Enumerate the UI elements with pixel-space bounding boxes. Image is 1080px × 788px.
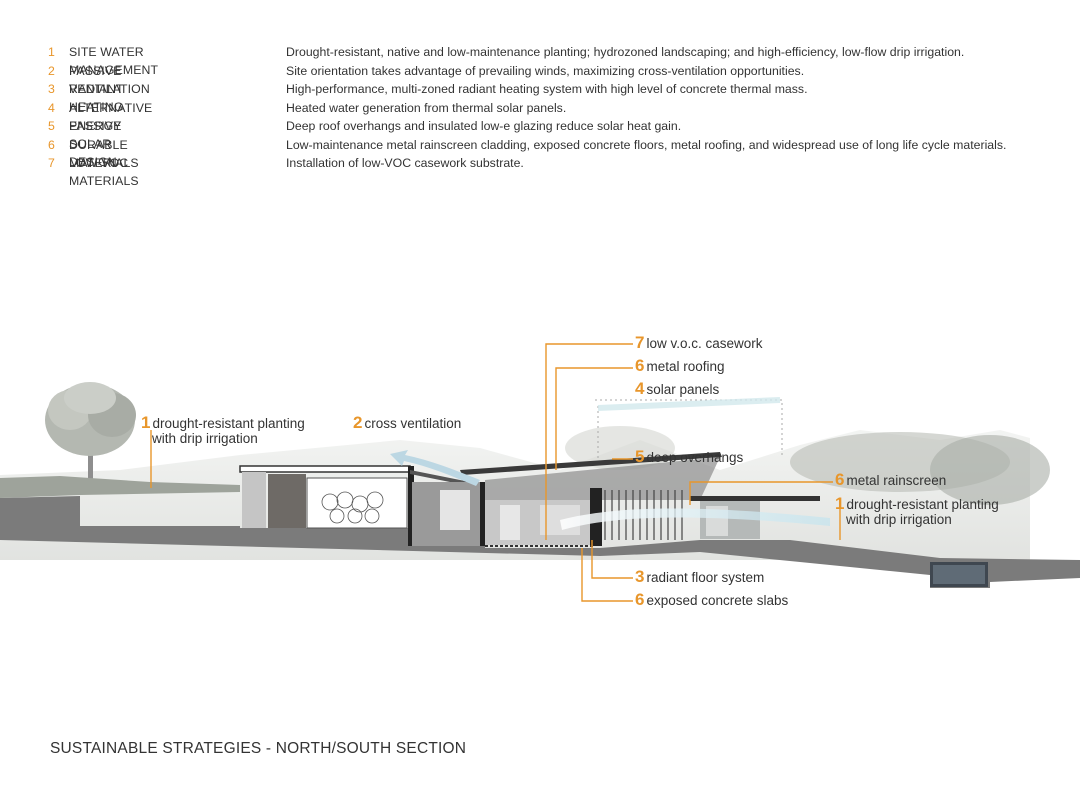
terrain-section — [0, 496, 1080, 588]
callout-label: exposed concrete slabs — [646, 593, 789, 608]
legend-number: 6 — [48, 137, 55, 152]
legend-title: PASSIVE SOLAR DESIGN — [69, 119, 122, 169]
callout-number: 1 — [141, 413, 151, 432]
legend-number: 7 — [48, 156, 55, 170]
callout-label: solar panels — [646, 382, 720, 397]
callout-leader-lines — [150, 343, 841, 602]
callout-label: radiant floor system — [646, 570, 765, 585]
callout-label: drought-resistant planting — [846, 497, 999, 512]
callout-label: metal rainscreen — [846, 473, 947, 488]
cross-ventilation-arrow — [390, 450, 830, 530]
callout-label: deep overhangs — [646, 450, 744, 465]
legend-number: 2 — [48, 63, 55, 78]
callout-label: low v.o.c. casework — [646, 336, 763, 351]
main-house-volume — [410, 452, 820, 547]
callout-number: 2 — [353, 413, 363, 432]
legend-description: Deep roof overhangs and insulated low-e … — [286, 119, 682, 133]
legend-title: ALTERNATIVE ENERGY — [69, 100, 153, 133]
callout-number: 1 — [835, 494, 845, 513]
garage-volume — [239, 465, 414, 546]
callout-number: 3 — [635, 567, 645, 586]
callout-number: 6 — [835, 470, 845, 489]
legend-description: Installation of low-VOC casework substra… — [286, 156, 524, 170]
legend-number: 1 — [48, 45, 55, 59]
tree-icon — [45, 382, 136, 482]
callout-number: 4 — [635, 379, 645, 398]
solar-panel-frame — [595, 397, 783, 458]
legend-description: Low-maintenance metal rainscreen claddin… — [286, 137, 1007, 152]
callout-number: 7 — [635, 333, 645, 352]
legend-description: Drought-resistant, native and low-mainte… — [286, 45, 965, 59]
legend-number: 4 — [48, 100, 55, 115]
callout-label: metal roofing — [646, 359, 725, 374]
green-roof-planting — [0, 476, 240, 498]
legend-description: High-performance, multi-zoned radiant he… — [286, 82, 808, 96]
callout-label-line2: with drip irrigation — [152, 431, 258, 446]
legend-number: 5 — [48, 119, 55, 133]
callout-label: drought-resistant planting — [152, 416, 305, 431]
callout-number: 6 — [635, 356, 645, 375]
legend-title: DURABLE MATERIALS — [69, 137, 139, 170]
legend-number: 3 — [48, 82, 55, 96]
legend-title: SITE WATER MANAGEMENT — [69, 45, 159, 77]
legend-title: PASSIVE VENTILATION — [69, 63, 150, 96]
legend-title: RADIANT HEATING — [69, 82, 124, 114]
section-title: SUSTAINABLE STRATEGIES - NORTH/SOUTH SEC… — [50, 740, 467, 757]
legend-title: LOW-VOC MATERIALS — [69, 156, 139, 188]
callout-number: 6 — [635, 590, 645, 609]
callout-label-line2: with drip irrigation — [846, 512, 952, 527]
legend-description: Site orientation takes advantage of prev… — [286, 63, 805, 78]
callout-number: 5 — [635, 447, 645, 466]
callout-label: cross ventilation — [364, 416, 462, 431]
legend-description: Heated water generation from thermal sol… — [286, 100, 567, 115]
